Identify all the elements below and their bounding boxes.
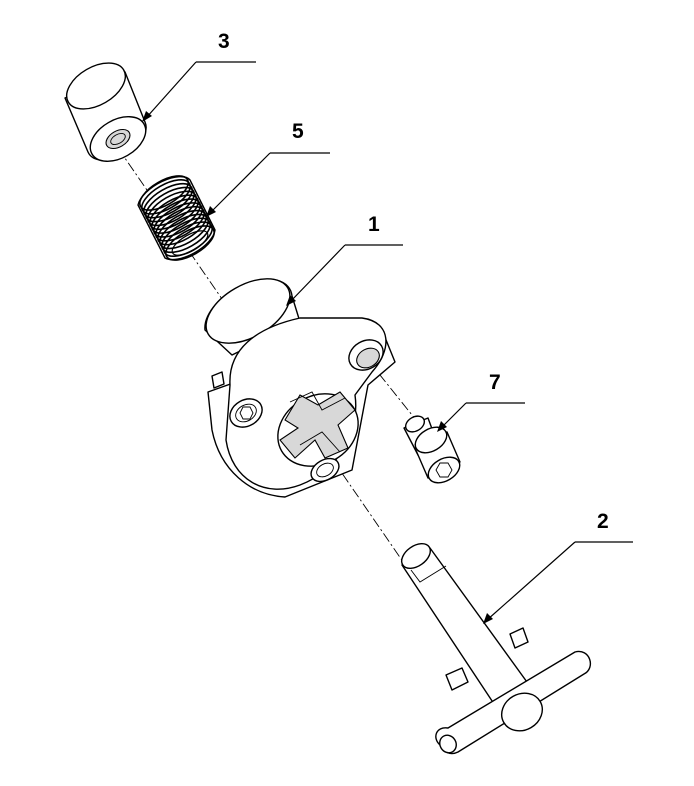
callout-number-5: 5	[292, 120, 304, 143]
t-handle-part-2	[400, 542, 592, 755]
callout-part-2: 2	[483, 510, 633, 624]
spring-part-5	[137, 175, 216, 261]
spring-coil	[147, 190, 197, 227]
callout-part-3: 3	[142, 30, 256, 122]
spring-coil	[141, 179, 191, 215]
housing-part-1	[204, 278, 396, 498]
spring-coil	[155, 205, 205, 242]
callout-number-7: 7	[489, 371, 501, 394]
spring-coil	[149, 194, 199, 231]
callout-number-2: 2	[597, 510, 609, 533]
callout-part-7: 7	[437, 371, 525, 432]
cap-screw-part-7	[403, 415, 461, 484]
spring-coil	[161, 217, 211, 254]
callout-number-3: 3	[218, 30, 230, 53]
callout-part-1: 1	[286, 213, 403, 306]
spring-coil	[159, 213, 209, 250]
sleeve-part-3	[64, 62, 147, 162]
spring-inner-coil	[171, 230, 209, 256]
spring-coil	[151, 198, 201, 234]
spring-coil	[145, 186, 195, 223]
spring-coil	[143, 182, 193, 219]
spring-coil	[165, 225, 215, 261]
spring-coil	[153, 202, 203, 238]
spring-coil	[157, 209, 207, 246]
spring-coil	[139, 175, 189, 211]
callout-number-1: 1	[368, 213, 380, 236]
callout-part-5: 5	[206, 120, 330, 217]
